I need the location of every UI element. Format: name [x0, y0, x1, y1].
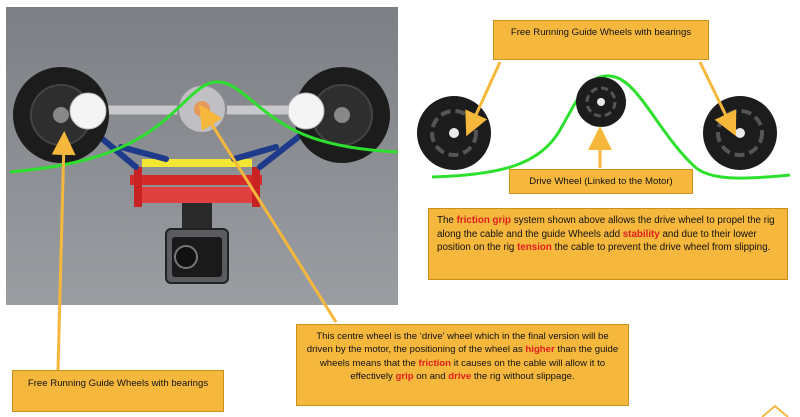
- corner-decoration: [761, 404, 789, 417]
- friction-grip-description: The friction grip system shown above all…: [428, 208, 788, 280]
- callout-guide-wheels-top: Free Running Guide Wheels with bearings: [493, 20, 709, 60]
- callout-centre-wheel: This centre wheel is the ‘drive’ wheel w…: [296, 324, 629, 406]
- text-run: system shown above allows the drive whee…: [437, 215, 775, 240]
- text-run: This centre wheel is the ‘drive’ wheel w…: [306, 331, 609, 356]
- drive-wheel-diagram: [576, 77, 626, 127]
- text-run: and due to their lower position on the r…: [437, 228, 757, 254]
- keyword: friction grip: [456, 215, 512, 226]
- red-frame: [130, 159, 262, 207]
- guide-wheel-right-diagram: [703, 96, 777, 170]
- keyword: drive: [448, 371, 472, 383]
- drive-wheel-photo: [177, 84, 227, 134]
- text-run: than the guide wheels means that the: [319, 344, 619, 369]
- keyword: friction: [418, 357, 452, 369]
- rig-photo: [6, 7, 398, 305]
- keyword: tension: [517, 242, 552, 254]
- guide-wheel-left-diagram: [417, 96, 491, 170]
- cable-diagram: [431, 74, 791, 180]
- text-run: it causes on the cable will allow it to …: [350, 357, 606, 383]
- text-run: the rig without slippage.: [471, 371, 575, 383]
- keyword: stability: [622, 228, 660, 240]
- callout-guide-wheels-bottom: Free Running Guide Wheels with bearings: [12, 370, 224, 412]
- text-run: the cable to prevent the drive wheel fro…: [551, 242, 771, 254]
- text-run: on and: [413, 371, 449, 383]
- keyword: grip: [395, 371, 414, 383]
- keyword: higher: [525, 344, 555, 356]
- text-run: The: [437, 215, 457, 226]
- callout-drive-wheel: Drive Wheel (Linked to the Motor): [509, 169, 693, 194]
